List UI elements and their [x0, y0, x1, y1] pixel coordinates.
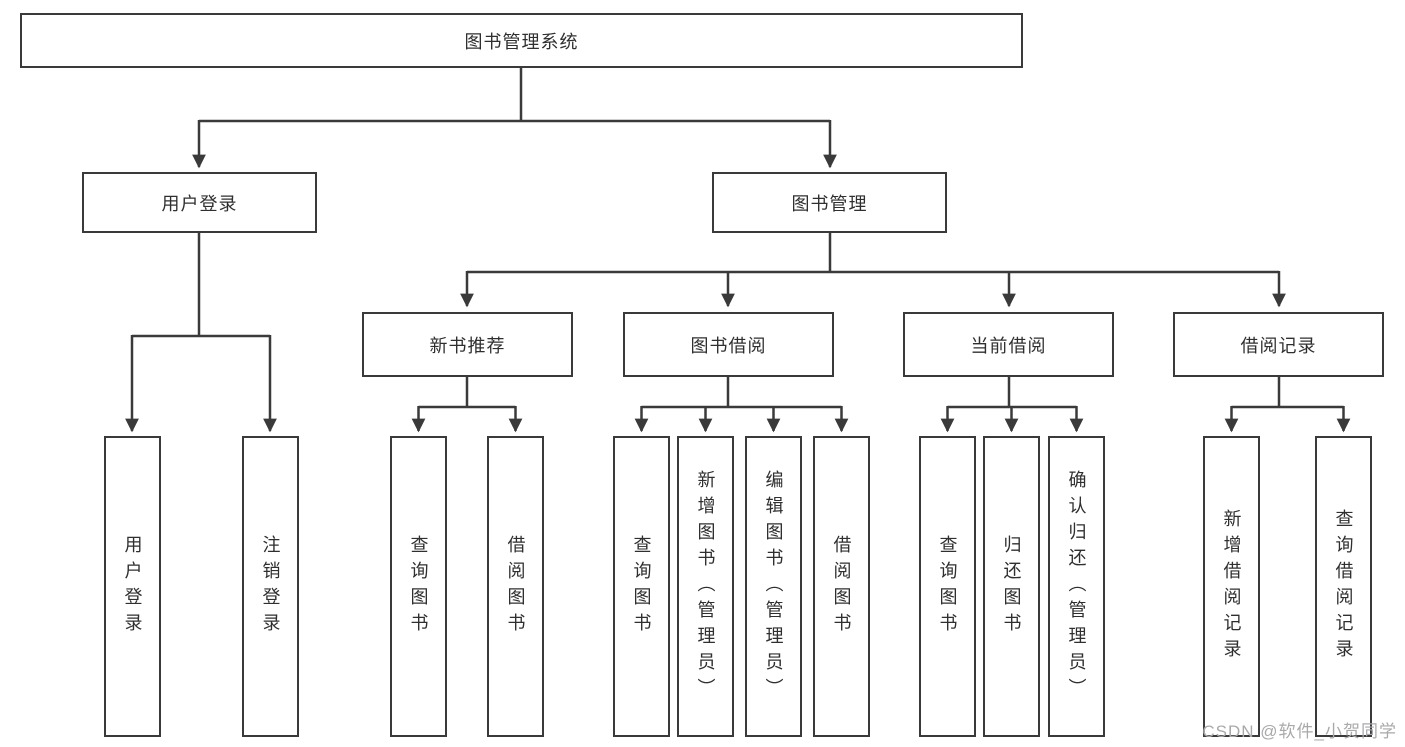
leaf-return-book-label: 归还图书: [1001, 534, 1022, 639]
leaf-logout: 注销登录: [242, 436, 299, 737]
connector-user-login-branch: [132, 232, 270, 338]
leaf-query-books-recommend: 查询图书: [390, 436, 447, 737]
leaf-return-book: 归还图书: [983, 436, 1040, 737]
leaf-add-borrow-record-label: 新增借阅记录: [1221, 508, 1242, 665]
connector-borrow-records-branch: [1231, 376, 1344, 409]
node-user-login: 用户登录: [82, 172, 317, 233]
leaf-borrow-books: 借阅图书: [813, 436, 870, 737]
connector-root-branch: [199, 67, 830, 123]
leaf-confirm-return-admin: 确认归还（管理员）: [1048, 436, 1105, 737]
connector-book-borrow-branch: [641, 376, 842, 409]
leaf-query-borrow-record-label: 查询借阅记录: [1333, 508, 1354, 665]
leaf-add-borrow-record: 新增借阅记录: [1203, 436, 1260, 737]
leaf-logout-label: 注销登录: [260, 534, 281, 639]
leaf-add-book-admin-label: 新增图书（管理员）: [695, 469, 716, 704]
leaf-user-login: 用户登录: [104, 436, 161, 737]
node-borrow-records: 借阅记录: [1173, 312, 1384, 377]
leaf-borrow-books-label: 借阅图书: [831, 534, 852, 639]
leaf-query-books-recommend-label: 查询图书: [408, 534, 429, 639]
leaf-query-books-current: 查询图书: [919, 436, 976, 737]
leaf-add-book-admin: 新增图书（管理员）: [677, 436, 734, 737]
node-book-borrow: 图书借阅: [623, 312, 834, 377]
leaf-query-books-borrow-label: 查询图书: [631, 534, 652, 639]
leaf-edit-book-admin: 编辑图书（管理员）: [745, 436, 802, 737]
node-current-borrow: 当前借阅: [903, 312, 1114, 377]
node-root: 图书管理系统: [20, 13, 1023, 68]
leaf-confirm-return-admin-label: 确认归还（管理员）: [1066, 469, 1087, 704]
leaf-user-login-label: 用户登录: [122, 534, 143, 639]
connector-new-book-branch: [418, 376, 516, 409]
csdn-watermark: CSDN @软件_小贺同学: [1202, 722, 1397, 741]
leaf-query-books-borrow: 查询图书: [613, 436, 670, 737]
leaf-edit-book-admin-label: 编辑图书（管理员）: [763, 469, 784, 704]
leaf-borrow-books-recommend: 借阅图书: [487, 436, 544, 737]
node-book-management: 图书管理: [712, 172, 947, 233]
leaf-query-borrow-record: 查询借阅记录: [1315, 436, 1372, 737]
connector-current-borrow-branch: [947, 376, 1077, 409]
connector-book-management-branch: [467, 232, 1279, 274]
node-new-book-recommend: 新书推荐: [362, 312, 573, 377]
leaf-borrow-books-recommend-label: 借阅图书: [505, 534, 526, 639]
leaf-query-books-current-label: 查询图书: [937, 534, 958, 639]
